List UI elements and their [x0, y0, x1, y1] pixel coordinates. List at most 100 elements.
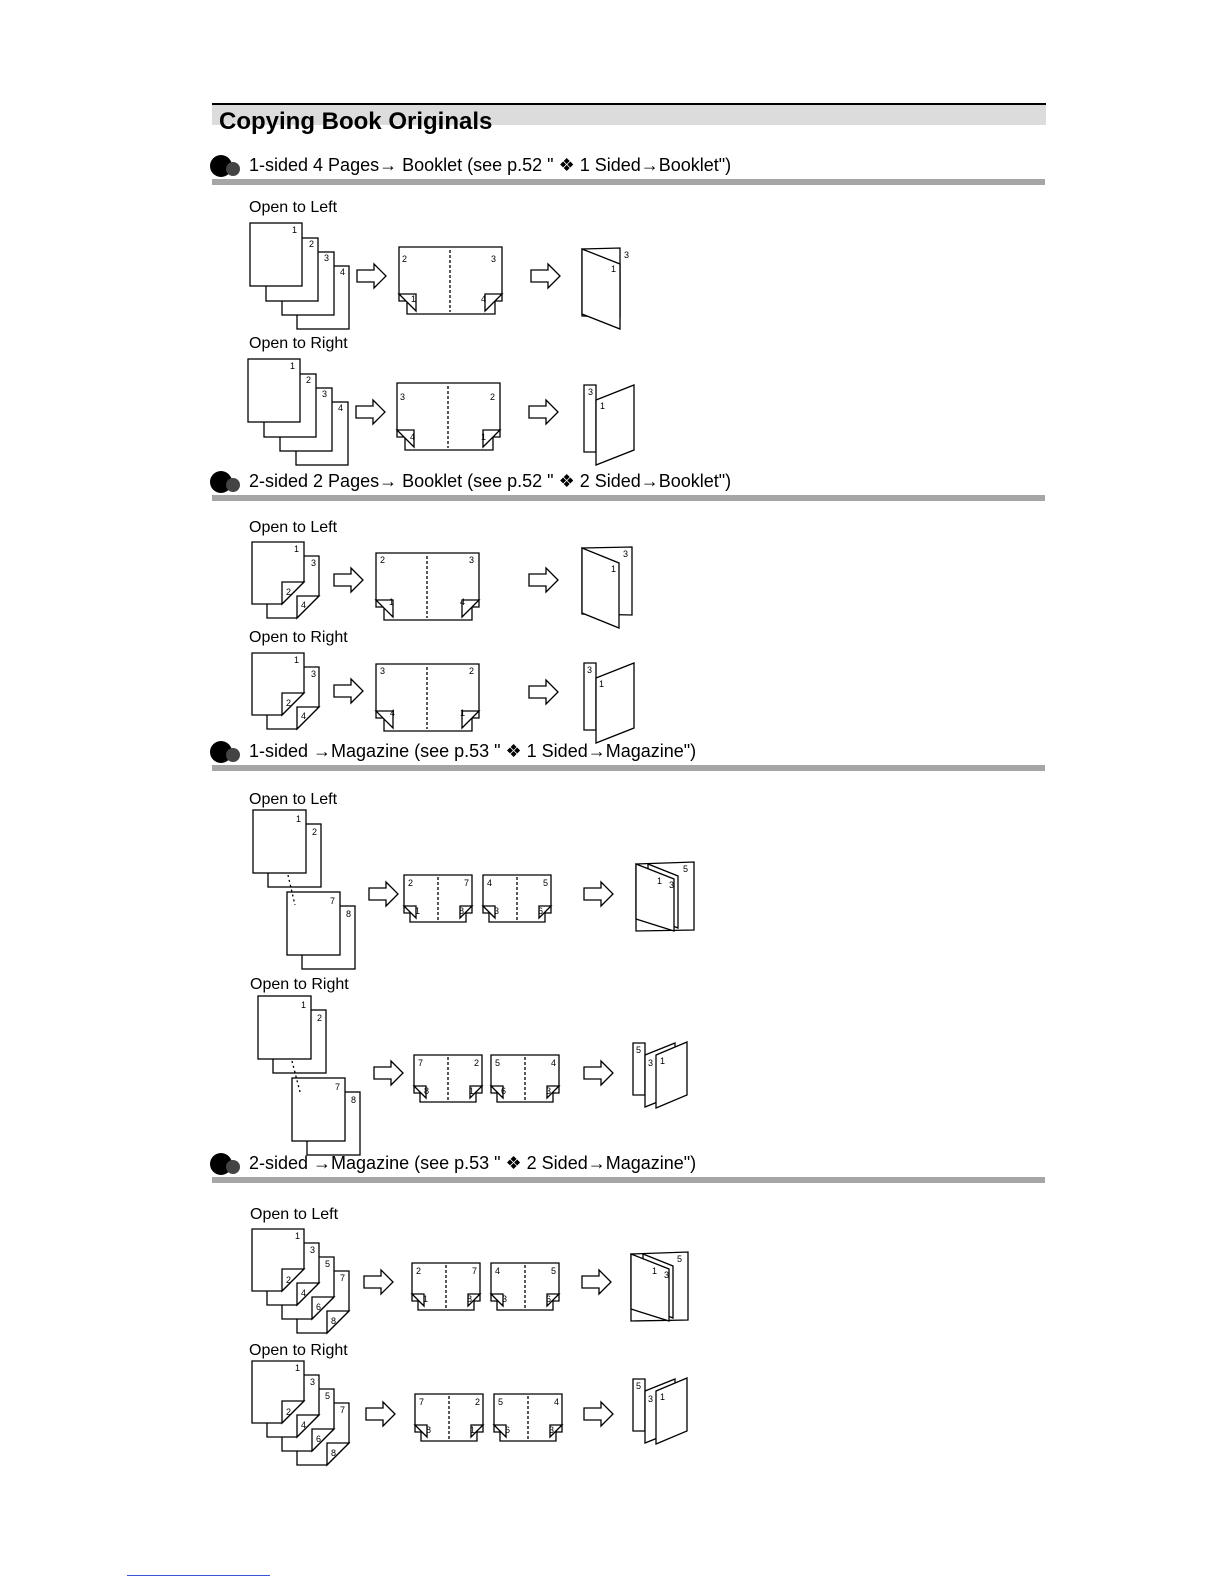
page-number: 1: [611, 264, 616, 274]
page-number: 1: [296, 814, 301, 824]
page-number: 1: [423, 1294, 428, 1304]
page-number: 4: [481, 294, 486, 304]
hollow-right-arrow-icon: [368, 880, 399, 908]
page-number: 7: [330, 896, 335, 906]
section-1-heading: 1-sided 4 Pages→ Booklet (see p.52 " ❖ 1…: [249, 155, 732, 175]
page-number: 1: [294, 655, 299, 665]
page-number: 7: [340, 1405, 345, 1415]
page-number: 3: [380, 666, 385, 676]
page-number: 1: [290, 361, 295, 371]
sub-label-open-right: Open to Right: [249, 335, 348, 352]
hollow-right-arrow-icon: [333, 566, 364, 594]
page-number: 4: [340, 267, 345, 277]
original-stack: [249, 222, 350, 330]
page-number: 2: [490, 392, 495, 402]
page-number: 1: [611, 564, 616, 574]
page-number: 4: [390, 708, 395, 718]
page-number: 6: [316, 1434, 321, 1444]
page-number: 4: [301, 600, 306, 610]
page-number: 5: [498, 1397, 503, 1407]
page-number: 2: [317, 1013, 322, 1023]
page-number: 1: [389, 597, 394, 607]
page-number: 1: [295, 1363, 300, 1373]
page-number: 3: [310, 1245, 315, 1255]
original-stack: [251, 652, 321, 731]
page-number: 5: [543, 878, 548, 888]
page-number: 2: [286, 587, 291, 597]
page-number: 2: [286, 1275, 291, 1285]
original-stack: [251, 1228, 351, 1335]
hollow-right-arrow-icon: [530, 262, 561, 290]
hollow-right-arrow-icon: [528, 398, 559, 426]
page-number: 7: [472, 1266, 477, 1276]
footer-link-underline: [127, 1575, 270, 1576]
page-number: 4: [338, 403, 343, 413]
page-number: 6: [546, 1294, 551, 1304]
page-number: 3: [648, 1394, 653, 1404]
page-number: 7: [340, 1273, 345, 1283]
page-number: 3: [502, 1294, 507, 1304]
page-number: 7: [335, 1082, 340, 1092]
page-number: 5: [325, 1259, 330, 1269]
page-number: 3: [400, 392, 405, 402]
page-number: 1: [292, 225, 297, 235]
page-number: 1: [657, 876, 662, 886]
original-stack: [257, 995, 361, 1156]
page-number: 4: [301, 1288, 306, 1298]
page-number: 3: [669, 880, 674, 890]
page-number: 4: [301, 1420, 306, 1430]
page-number: 6: [316, 1302, 321, 1312]
original-stack: [251, 541, 321, 620]
page-number: 1: [660, 1056, 665, 1066]
page-number: 3: [494, 906, 499, 916]
page-number: 3: [624, 250, 629, 260]
hollow-right-arrow-icon: [528, 566, 559, 594]
sub-label-open-right: Open to Right: [249, 629, 348, 646]
booklet-front: [581, 547, 620, 629]
page-number: 6: [505, 1425, 510, 1435]
section-3-header: 1-sided →Magazine (see p.53 " ❖ 1 Sided→…: [210, 738, 1045, 771]
original-stack: [247, 358, 349, 466]
page-number: 1: [599, 679, 604, 689]
sub-label-open-right: Open to Right: [249, 1342, 348, 1359]
page-number: 8: [424, 1086, 429, 1096]
page-number: 3: [491, 254, 496, 264]
page-number: 8: [467, 1294, 472, 1304]
page-number: 1: [295, 1231, 300, 1241]
page-number-labels: 1 2 3 4 2 3 1 4 3 1 1 2 3 4 3 2 4 1 3 1 …: [286, 225, 688, 1458]
booklet-front: [595, 384, 635, 466]
page-number: 3: [324, 253, 329, 263]
page-number: 1: [660, 1392, 665, 1402]
page-number: 2: [474, 1058, 479, 1068]
page-number: 3: [311, 558, 316, 568]
page-number: 2: [469, 666, 474, 676]
page-number: 8: [346, 909, 351, 919]
hollow-right-arrow-icon: [583, 1059, 614, 1087]
page-number: 4: [551, 1058, 556, 1068]
page-number: 1: [652, 1266, 657, 1276]
page-number: 5: [325, 1391, 330, 1401]
magazine-front: [630, 1253, 670, 1322]
hollow-right-arrow-icon: [333, 677, 364, 705]
page-number: 2: [286, 698, 291, 708]
magazine-front: [635, 863, 675, 932]
page-number: 3: [546, 1086, 551, 1096]
two-dots-bullet-icon: [210, 155, 240, 177]
page-number: 3: [648, 1058, 653, 1068]
original-stack: [252, 809, 356, 970]
page-number: 2: [286, 1407, 291, 1417]
hollow-right-arrow-icon: [528, 678, 559, 706]
section-4-header: 2-sided →Magazine (see p.53 " ❖ 2 Sided→…: [210, 1150, 1045, 1183]
page-number: 3: [588, 387, 593, 397]
section-4-heading: 2-sided →Magazine (see p.53 " ❖ 2 Sided→…: [249, 1153, 697, 1173]
hollow-right-arrow-icon: [363, 1268, 394, 1296]
page-number: 7: [419, 1397, 424, 1407]
page-number: 7: [464, 878, 469, 888]
hollow-right-arrow-icon: [583, 880, 614, 908]
section-rule: [212, 495, 1045, 501]
hollow-right-arrow-icon: [355, 398, 386, 426]
section-2-header: 2-sided 2 Pages→ Booklet (see p.52 " ❖ 2…: [210, 468, 1045, 501]
page-number: 1: [600, 401, 605, 411]
section-rule: [212, 179, 1045, 185]
